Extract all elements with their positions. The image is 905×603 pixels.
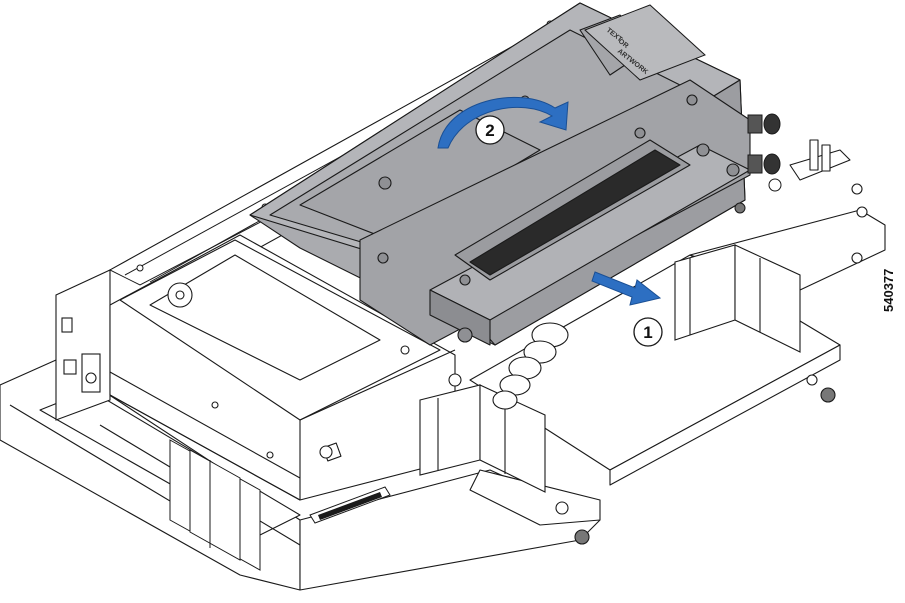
callout-2-number: 2 xyxy=(485,121,494,140)
callout-1-number: 1 xyxy=(643,323,652,342)
callout-2: 2 xyxy=(475,115,505,145)
riser-card xyxy=(359,79,751,346)
board-connectors xyxy=(419,244,801,493)
thumbscrews xyxy=(734,113,782,214)
cable-bundle xyxy=(492,322,569,410)
remove-arrow xyxy=(591,271,662,306)
callout-1: 1 xyxy=(633,317,663,347)
barcode-label xyxy=(309,486,391,524)
artwork-label-line-2: OR xyxy=(617,38,630,50)
figure-id: 540377 xyxy=(881,269,896,312)
drive-cage xyxy=(109,234,462,501)
drive-cage-front xyxy=(169,439,261,571)
rotate-arrow xyxy=(437,96,569,149)
chassis-wall-left xyxy=(55,269,111,421)
